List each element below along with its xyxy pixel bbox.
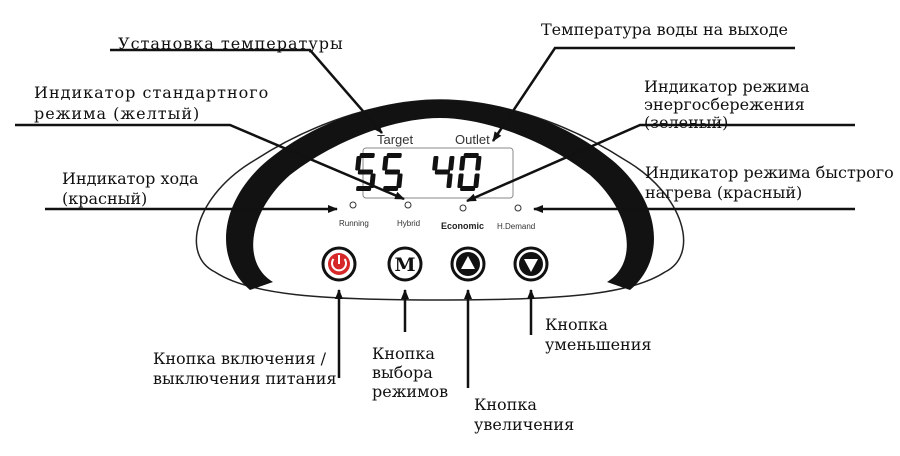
up-button[interactable]	[450, 246, 486, 282]
segment-f	[459, 156, 466, 171]
target-caption: Target	[377, 132, 414, 147]
callout-line: выбора	[372, 363, 433, 382]
leader-set-temp	[110, 48, 383, 134]
segment-a	[463, 153, 479, 158]
segment-f	[355, 156, 362, 171]
economic-label: Economic	[441, 221, 484, 231]
leader-outlet-temp	[491, 46, 795, 142]
arrow-up-icon	[456, 252, 480, 276]
segment-d	[460, 186, 476, 191]
leader-eco-mode	[466, 123, 855, 203]
callout-set-temperature: Установка температуры	[118, 34, 344, 53]
segment-f	[432, 156, 439, 171]
hdemand-led	[514, 204, 522, 212]
callout-down-button: Кнопка уменьшения	[545, 315, 651, 355]
segment-g	[357, 169, 374, 175]
callout-up-button: Кнопка увеличения	[474, 395, 574, 435]
economic-led	[459, 204, 467, 212]
arrow-down-icon	[519, 252, 543, 276]
segment-c	[446, 173, 453, 188]
callout-mode-button: Кнопка выбора режимов	[372, 344, 448, 401]
segment-f	[382, 156, 389, 171]
mode-button[interactable]: M	[387, 246, 423, 282]
callout-line: Индикатор стандартного	[34, 83, 270, 102]
running-led	[349, 201, 357, 209]
segment-a	[386, 153, 402, 158]
callout-running: Индикатор хода (красный)	[62, 169, 199, 209]
outlet-caption: Outlet	[455, 132, 490, 147]
callout-standard-mode: Индикатор стандартного режима (желтый)	[34, 82, 269, 124]
segment-g	[384, 169, 401, 175]
segment-b	[448, 156, 455, 171]
callout-line: (красный)	[62, 189, 148, 208]
callout-outlet-temperature: Температура воды на выходе	[541, 20, 788, 39]
callout-line: Кнопка	[372, 344, 435, 363]
hdemand-label: H.Demand	[497, 222, 535, 231]
leader-standard-mode	[15, 123, 405, 201]
segment-d	[383, 186, 399, 191]
segment-g	[434, 169, 451, 175]
callout-line: энергосбережения	[644, 95, 805, 114]
housing-outline	[195, 99, 685, 301]
callout-line: Кнопка	[545, 315, 608, 334]
callout-fast-heat: Индикатор режима быстрого нагрева (красн…	[645, 163, 894, 203]
callout-line: режима (желтый)	[34, 104, 201, 123]
callout-line: уменьшения	[545, 335, 652, 354]
target-temperature-display	[355, 153, 403, 191]
callout-line: Кнопка	[474, 395, 537, 414]
segment-d	[356, 186, 372, 191]
callout-line: (зеленый)	[644, 113, 729, 132]
hybrid-label: Hybrid	[397, 219, 420, 228]
callout-eco-mode: Индикатор режима энергосбережения (зелен…	[644, 78, 810, 132]
leader-lines	[15, 46, 855, 388]
callout-line: Индикатор режима	[644, 77, 810, 96]
segment-a	[359, 153, 375, 158]
callout-line: нагрева (красный)	[645, 183, 803, 202]
mode-icon: M	[394, 254, 415, 276]
segment-b	[475, 156, 482, 171]
down-button[interactable]	[513, 246, 549, 282]
callout-power-button: Кнопка включения / выключения питания	[153, 349, 337, 389]
callout-line: Индикатор хода	[62, 169, 199, 188]
callout-line: выключения питания	[153, 369, 337, 388]
segment-c	[396, 173, 403, 188]
callout-line: Кнопка включения /	[153, 349, 327, 368]
power-button[interactable]	[321, 246, 357, 282]
callout-line: увеличения	[474, 415, 575, 434]
callout-line: режимов	[372, 382, 449, 401]
hybrid-led	[404, 201, 412, 209]
running-label: Running	[339, 219, 369, 228]
power-icon	[328, 253, 350, 275]
callout-line: Индикатор режима быстрого	[645, 163, 894, 182]
segment-e	[457, 173, 464, 188]
outlet-temperature-display	[432, 153, 482, 191]
frame-arch	[226, 100, 654, 290]
segment-c	[473, 173, 480, 188]
